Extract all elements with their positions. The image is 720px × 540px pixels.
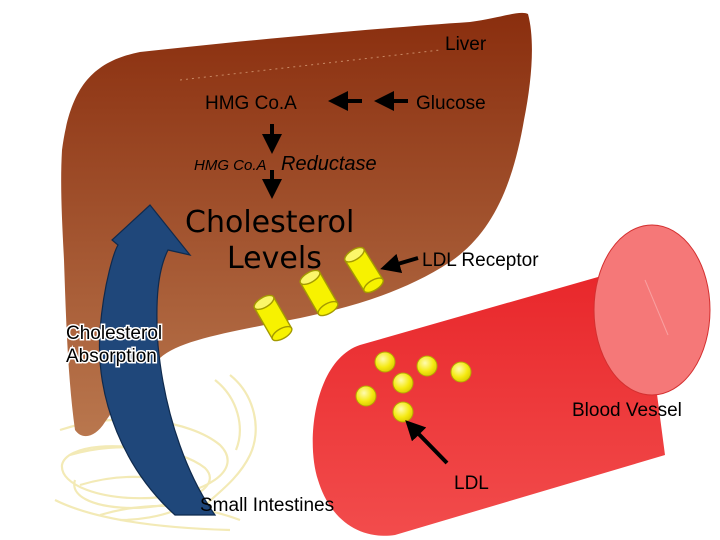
absorption-arrow (98, 204, 217, 516)
reductase-label: Reductase (281, 153, 377, 175)
glucose-label: Glucose (416, 93, 486, 114)
receptor-pointer-arrow (380, 253, 419, 274)
blood-vessel (312, 224, 711, 536)
ldl-particle-icon (450, 361, 472, 383)
ldl-particle-icon (355, 385, 377, 407)
cholesterol-levels-line1: Cholesterol (185, 205, 354, 240)
cholesterol-absorption-line1: Cholesterol (66, 323, 162, 344)
small-intestines-label: Small Intestines (200, 495, 334, 516)
ldl-receptor-label: LDL Receptor (422, 250, 539, 271)
ldl-receptors (253, 246, 384, 342)
hmg-coa-label: HMG Co.A (205, 93, 297, 114)
ldl-particle-icon (416, 355, 438, 377)
liver-shape (61, 12, 532, 437)
liver-label-leader (179, 49, 441, 81)
vessel-opening (593, 224, 711, 396)
ldl-particle-icon (392, 372, 414, 394)
ldl-particle-icon (392, 401, 414, 423)
receptor-cylinder-icon (344, 246, 384, 294)
receptor-cylinder-icon (299, 269, 339, 317)
arrows (262, 91, 449, 465)
receptor-cylinder-icon (253, 294, 293, 342)
blood-vessel-label: Blood Vessel (572, 400, 682, 421)
ldl-particle-icon (374, 351, 396, 373)
cholesterol-levels-line2: Levels (227, 241, 322, 276)
ldl-label: LDL (454, 473, 489, 494)
cholesterol-absorption-line2: Absorption (66, 346, 157, 367)
reductase-prefix-label: HMG Co.A (194, 157, 267, 174)
liver-label: Liver (445, 34, 487, 55)
ldl-pointer-arrow (405, 420, 449, 465)
ldl-particles (355, 351, 472, 423)
